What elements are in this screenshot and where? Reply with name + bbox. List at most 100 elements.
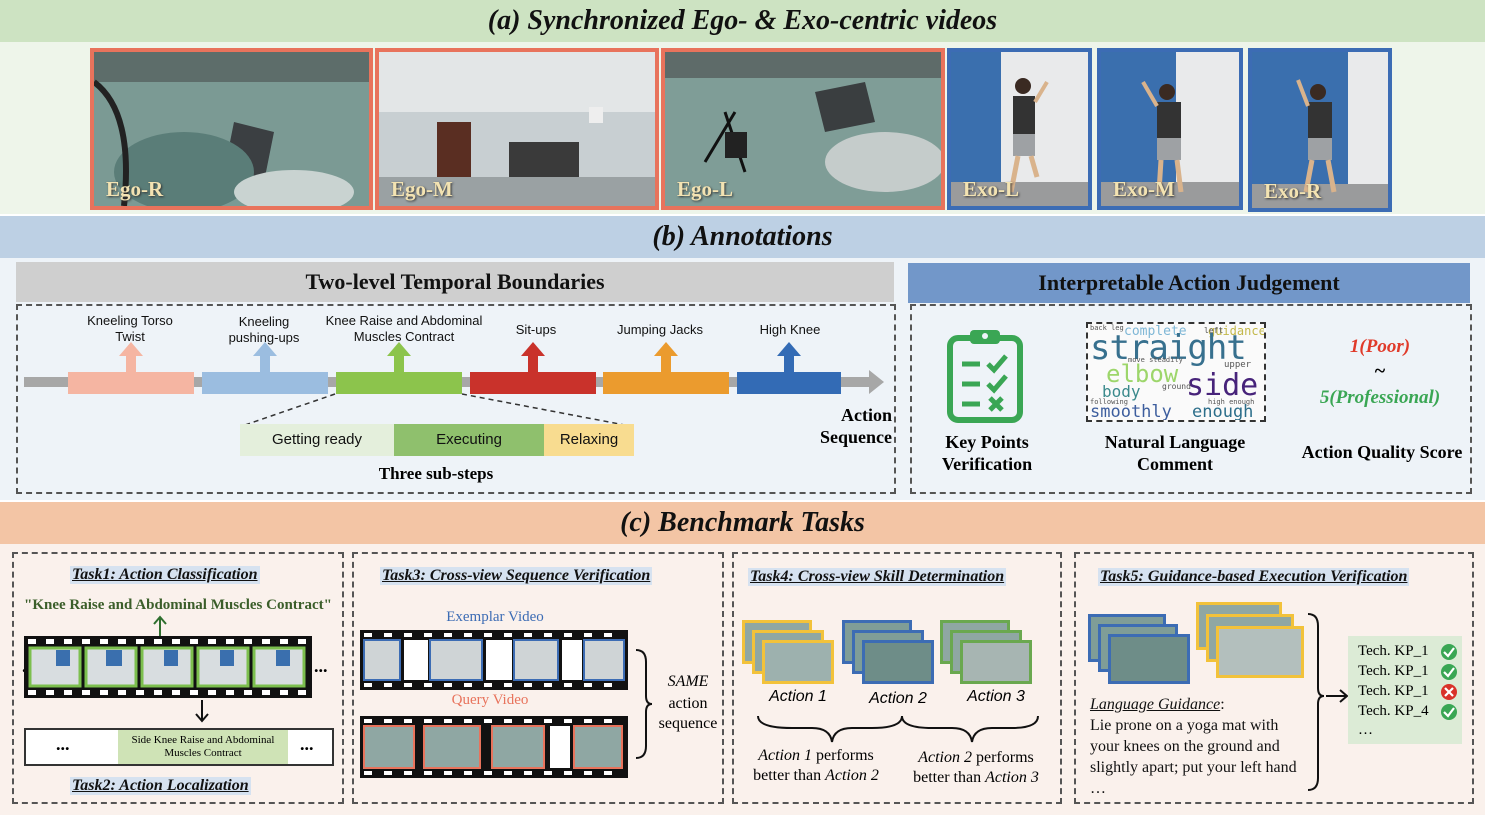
check-circle-icon xyxy=(1441,704,1457,720)
task5-title: Task5: Guidance-based Execution Verifica… xyxy=(1098,568,1410,586)
ego-m-frame xyxy=(379,52,655,206)
action-label-4: Sit-ups xyxy=(515,322,557,337)
task1-arrow-up xyxy=(153,615,167,636)
task4-action-1-label: Action 1 xyxy=(769,688,827,705)
task4-cmp2-b: performs better than xyxy=(913,749,1034,786)
segment-kneeling-pushing-ups xyxy=(202,372,328,394)
segment-jumping-jacks xyxy=(603,372,729,394)
task2-dots-left: ... xyxy=(56,734,70,754)
task5-check-3-label: Tech. KP_1 xyxy=(1358,683,1429,699)
video-exo-l-label: Exo-L xyxy=(963,177,1020,201)
check-circle-icon xyxy=(1441,644,1457,660)
clipboard-check-icon xyxy=(947,330,1023,423)
video-exo-m-label: Exo-M xyxy=(1113,177,1175,201)
score-high: 5(Professional) xyxy=(1319,387,1441,408)
task1-title: Task1: Action Classification xyxy=(70,566,260,584)
task3-same-rest: action sequence xyxy=(658,695,718,732)
task4-action1-thumb-front xyxy=(762,640,834,684)
task3-title: Task3: Cross-view Sequence Verification xyxy=(380,567,653,585)
task4-action3-thumb-front xyxy=(960,640,1032,684)
task4-comparison-2: Action 2 performs better than Action 3 xyxy=(900,748,1052,788)
task3-query-label: Query Video xyxy=(451,692,529,708)
action-judgement-box xyxy=(910,304,1472,494)
word-body: body xyxy=(1102,382,1141,401)
substeps-caption: Three sub-steps xyxy=(378,464,494,483)
word-cloud: complete guidance straight elbow side bo… xyxy=(1086,322,1266,422)
score-tilde: ~ xyxy=(1374,360,1386,382)
task3-brace xyxy=(635,649,653,759)
word-straight: straight xyxy=(1090,328,1247,368)
video-exo-l: Exo-L xyxy=(947,48,1092,210)
score-low: 1(Poor) xyxy=(1349,336,1411,357)
task5-check-1-label: Tech. KP_1 xyxy=(1358,643,1429,659)
video-exo-m: Exo-M xyxy=(1097,48,1243,210)
exo-r-frame xyxy=(1252,52,1388,208)
exo-l-frame xyxy=(951,52,1088,206)
task3-query-strip xyxy=(360,716,628,778)
task1-dots-right: ... xyxy=(314,656,328,676)
task4-action-2-label: Action 2 xyxy=(869,690,927,707)
video-ego-l-label: Ego-L xyxy=(677,177,734,201)
arrow-2 xyxy=(253,342,277,374)
word-complete: complete xyxy=(1124,324,1187,339)
task2-dots-right: ... xyxy=(300,734,314,754)
ego-l-frame xyxy=(665,52,941,206)
task5-check-2-label: Tech. KP_1 xyxy=(1358,663,1429,679)
word-move-steadily: move steadily xyxy=(1128,356,1183,364)
task5-blue-thumb-front xyxy=(1108,634,1190,684)
video-ego-m-label: Ego-M xyxy=(391,177,453,201)
section-a-title: (a) Synchronized Ego- & Exo-centric vide… xyxy=(0,0,1485,42)
arrow-3 xyxy=(387,342,411,374)
temporal-boundaries-title: Two-level Temporal Boundaries xyxy=(16,262,894,302)
task1-film-strip xyxy=(24,636,312,698)
task4-cmp1-b: performs better than xyxy=(753,747,874,784)
task5-box xyxy=(1074,552,1474,804)
task2-arrow-down xyxy=(195,700,209,723)
task4-action2-thumb-front xyxy=(862,640,934,684)
task4-cmp2-a: Action 2 xyxy=(918,749,972,766)
substep-relaxing: Relaxing xyxy=(544,424,634,456)
task2-segment: Side Knee Raise and Abdominal Muscles Co… xyxy=(118,730,288,764)
task4-title: Task4: Cross-view Skill Determination xyxy=(748,568,1007,586)
substep-zoom-lines xyxy=(241,393,631,427)
check-circle-icon xyxy=(1441,664,1457,680)
task1-2-box xyxy=(12,552,344,804)
nl-comment-label: Natural Language Comment xyxy=(1104,432,1246,474)
task4-braces xyxy=(757,715,1039,743)
arrow-6 xyxy=(777,342,801,374)
word-following: following xyxy=(1090,398,1128,406)
task5-guidance-text: Lie prone on a yoga mat with your knees … xyxy=(1090,717,1297,797)
score-label: Action Quality Score xyxy=(1301,442,1463,462)
action-judgement-title: Interpretable Action Judgement xyxy=(908,263,1470,303)
task2-title: Task2: Action Localization xyxy=(70,777,251,795)
task5-brace-arrow xyxy=(1307,613,1349,791)
word-enough: enough xyxy=(1192,402,1254,422)
substep-executing: Executing xyxy=(394,424,544,456)
video-ego-r-label: Ego-R xyxy=(106,177,164,201)
word-smoothly: smoothly xyxy=(1090,402,1172,422)
segment-high-knee xyxy=(737,372,841,394)
word-elbow: elbow xyxy=(1106,360,1179,388)
task4-box xyxy=(732,552,1062,804)
task4-action-3-label: Action 3 xyxy=(967,688,1025,705)
task3-same: SAME xyxy=(667,673,709,690)
word-guidance: guidance xyxy=(1208,324,1266,338)
segment-kneeling-torso-twist xyxy=(68,372,194,394)
exo-m-frame xyxy=(1101,52,1239,206)
action-label-3: Knee Raise and Abdominal Muscles Contrac… xyxy=(325,313,483,344)
video-ego-r: Ego-R xyxy=(90,48,373,210)
action-label-2: Kneeling pushing-ups xyxy=(228,314,300,345)
word-ground: ground xyxy=(1162,382,1191,391)
action-label-5: Jumping Jacks xyxy=(617,322,703,337)
video-exo-r-label: Exo-R xyxy=(1264,179,1322,203)
task3-exemplar-label: Exemplar Video xyxy=(446,609,544,625)
video-exo-r: Exo-R xyxy=(1248,48,1392,212)
section-c-title: (c) Benchmark Tasks xyxy=(0,502,1485,544)
arrow-5 xyxy=(654,342,678,374)
word-high-enough: high enough xyxy=(1208,398,1255,406)
video-ego-l: Ego-L xyxy=(661,48,945,210)
task4-cmp2-c: Action 3 xyxy=(985,769,1039,786)
substep-getting-ready: Getting ready xyxy=(240,424,394,456)
key-points-label: Key Points Verification xyxy=(941,432,1033,474)
task3-box xyxy=(352,552,724,804)
